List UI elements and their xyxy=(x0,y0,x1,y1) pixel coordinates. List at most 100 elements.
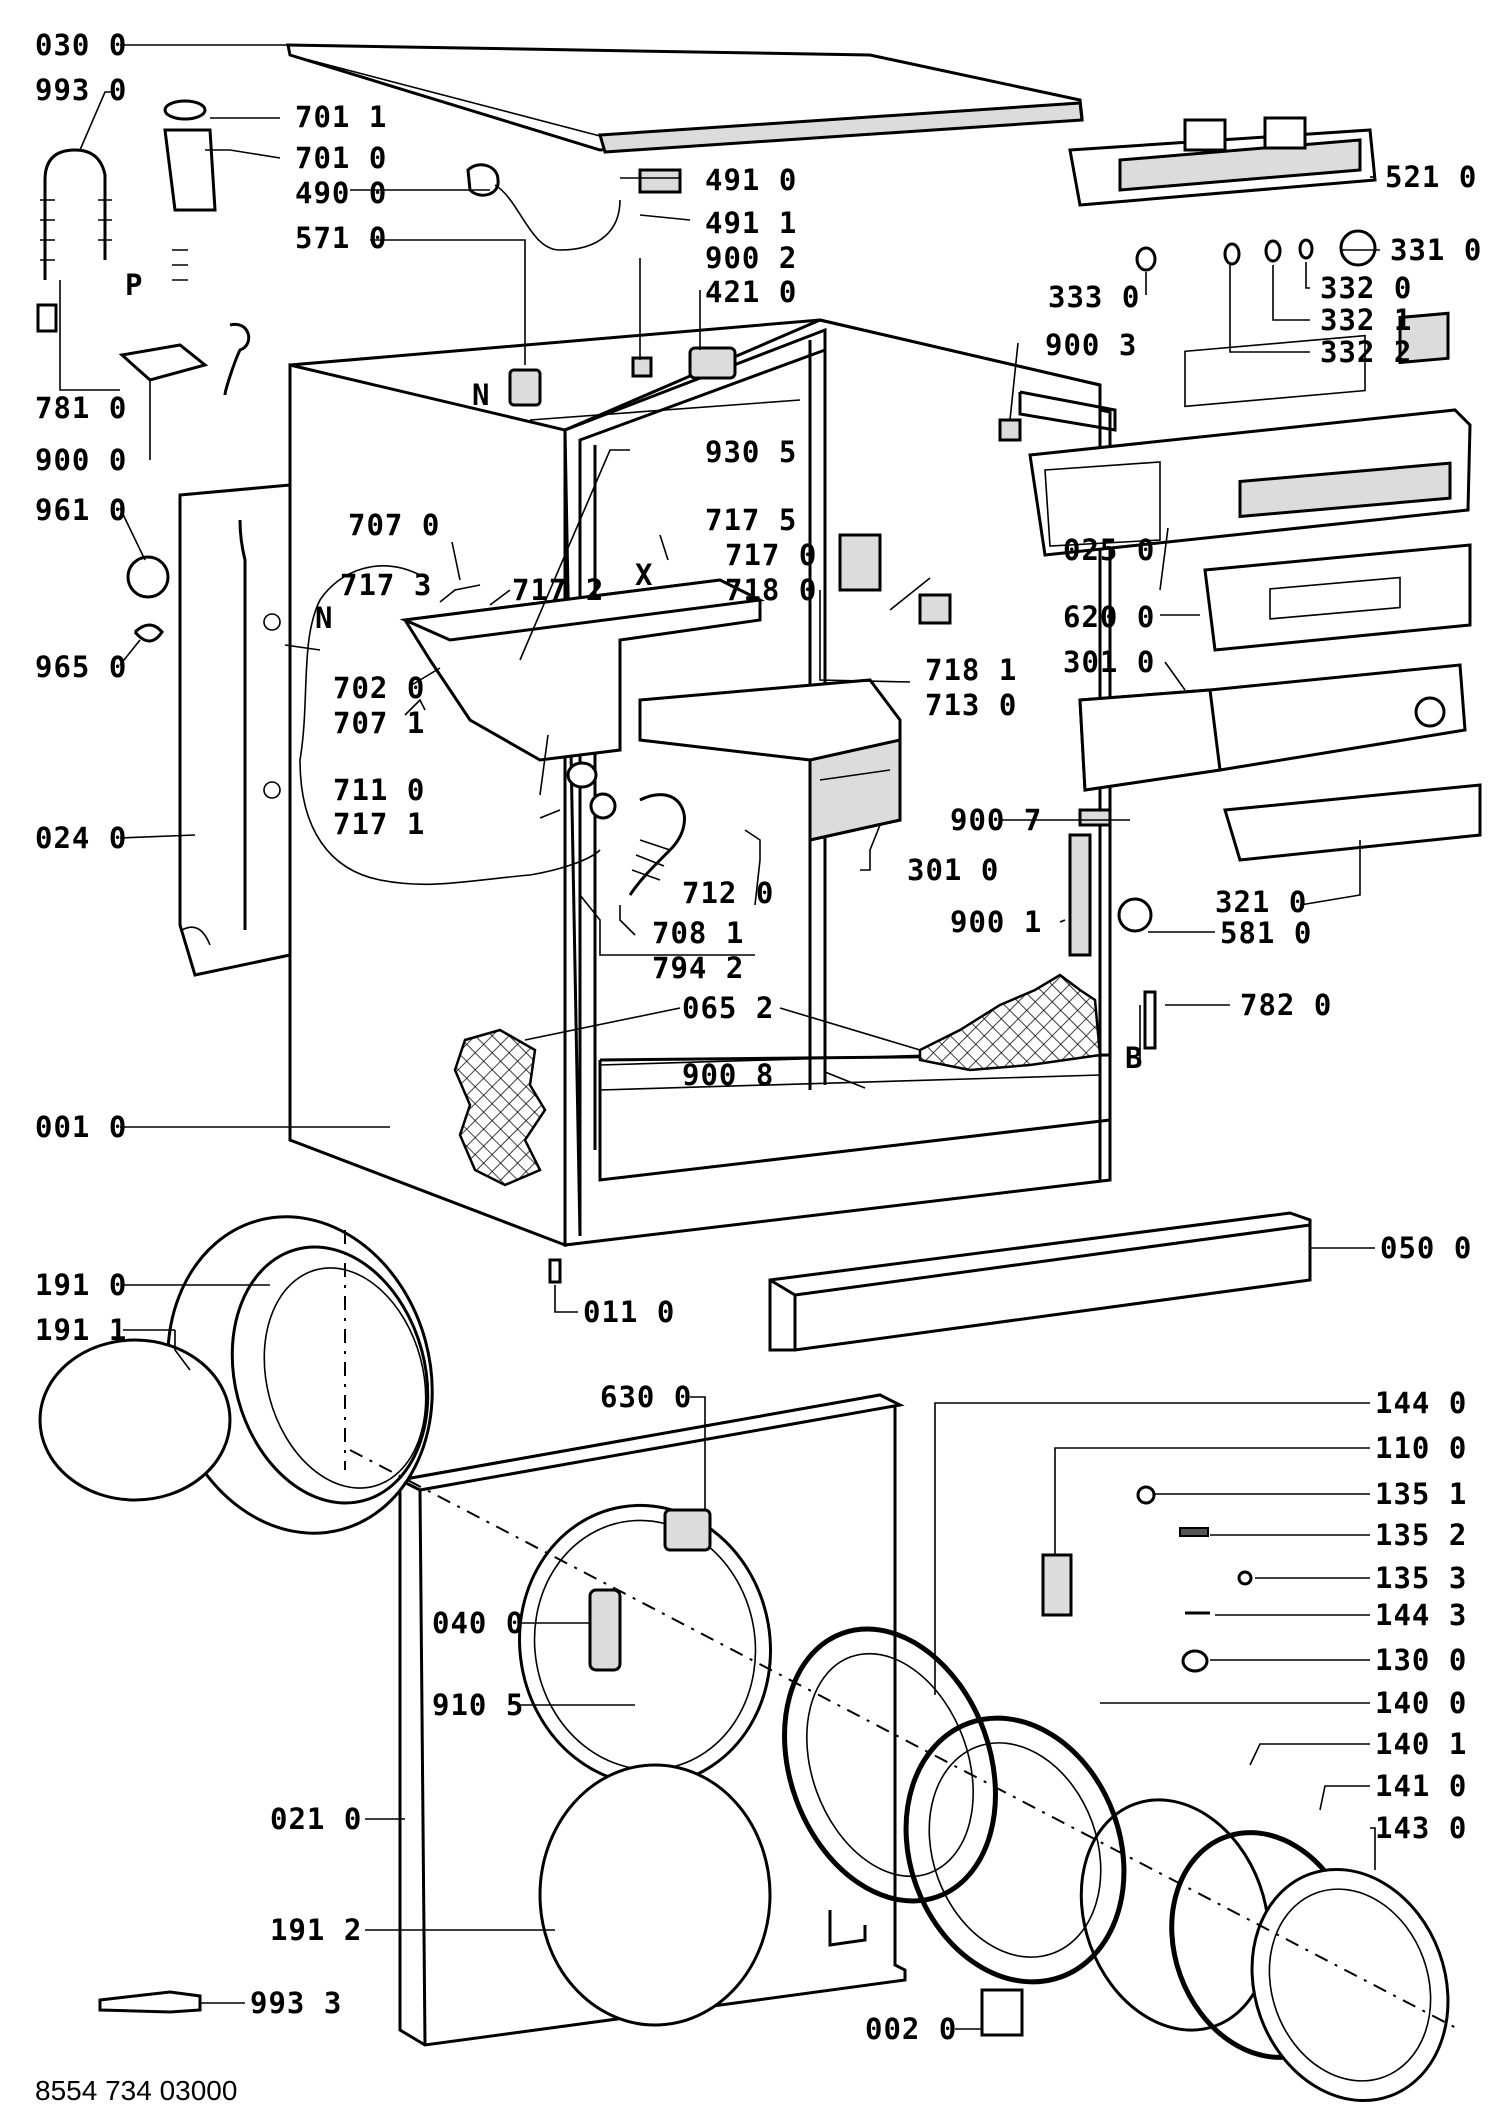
hinge-part xyxy=(663,1508,712,1552)
callout-794-2: 794 2 xyxy=(652,951,744,985)
marker-P: P xyxy=(125,268,143,302)
cable-part xyxy=(466,163,500,197)
rear-panel-part xyxy=(178,483,292,977)
callout-491-0: 491 0 xyxy=(705,163,797,197)
control-board-part xyxy=(1203,461,1472,652)
callout-993-0: 993 0 xyxy=(35,73,127,107)
door-handle-part xyxy=(588,1588,622,1672)
drain-pump-filter-part xyxy=(126,555,170,599)
screw-part-1 xyxy=(1136,1485,1156,1505)
callout-900-1: 900 1 xyxy=(950,905,1042,939)
pressure-switch-part xyxy=(1117,897,1153,933)
knob-part xyxy=(1339,229,1377,267)
door-lock-part xyxy=(1041,1553,1073,1617)
marker-N-left: N xyxy=(315,601,333,635)
callout-065-2: 065 2 xyxy=(682,991,774,1025)
panel-trim-part xyxy=(1223,783,1482,862)
water-inlet-parts xyxy=(36,99,251,396)
callout-702-0: 702 0 xyxy=(333,671,425,705)
callout-143-0: 143 0 xyxy=(1375,1811,1467,1845)
top-cover-part xyxy=(286,43,1084,154)
callout-900-7: 900 7 xyxy=(950,803,1042,837)
callout-332-0: 332 0 xyxy=(1320,271,1412,305)
callout-321-0: 321 0 xyxy=(1215,885,1307,919)
callout-024-0: 024 0 xyxy=(35,821,127,855)
plinth-part xyxy=(768,1211,1312,1352)
dispenser-group-outline xyxy=(299,565,601,886)
callout-717-1: 717 1 xyxy=(333,807,425,841)
callout-021-0: 021 0 xyxy=(270,1802,362,1836)
clip-part-2 xyxy=(998,418,1022,442)
callout-930-5: 930 5 xyxy=(705,435,797,469)
callout-110-0: 110 0 xyxy=(1375,1431,1467,1465)
callout-491-1: 491 1 xyxy=(705,206,797,240)
callout-717-3: 717 3 xyxy=(340,568,432,602)
callout-333-0: 333 0 xyxy=(1048,280,1140,314)
callout-718-0: 718 0 xyxy=(725,573,817,607)
callout-910-5: 910 5 xyxy=(432,1688,524,1722)
button-cap-part xyxy=(1223,242,1241,266)
callout-040-0: 040 0 xyxy=(432,1606,524,1640)
cable-wire xyxy=(494,184,621,251)
front-control-panel-part xyxy=(1078,576,1467,792)
marker-labels: P N N X B xyxy=(125,268,1142,1075)
callout-708-1: 708 1 xyxy=(652,916,744,950)
door-axis xyxy=(349,1449,1461,2031)
callout-332-1: 332 1 xyxy=(1320,303,1412,337)
seal-ring-part xyxy=(38,1338,232,1502)
callout-961-0: 961 0 xyxy=(35,493,127,527)
callout-701-0: 701 0 xyxy=(295,141,387,175)
callout-900-0: 900 0 xyxy=(35,443,127,477)
callout-717-5: 717 5 xyxy=(705,503,797,537)
washer-part xyxy=(1237,1570,1253,1586)
marker-X: X xyxy=(635,558,653,592)
callout-140-1: 140 1 xyxy=(1375,1727,1467,1761)
callout-135-3: 135 3 xyxy=(1375,1561,1467,1595)
dispenser-housing-part xyxy=(399,578,902,896)
noise-filter-part xyxy=(688,346,737,380)
callout-144-0: 144 0 xyxy=(1375,1386,1467,1420)
callout-620-0: 620 0 xyxy=(1063,600,1155,634)
callout-993-3: 993 3 xyxy=(250,1986,342,2020)
callout-965-0: 965 0 xyxy=(35,650,127,684)
callout-630-0: 630 0 xyxy=(600,1380,692,1414)
callout-191-1: 191 1 xyxy=(35,1313,127,1347)
callout-030-0: 030 0 xyxy=(35,28,127,62)
document-number: 8554 734 03000 xyxy=(35,2075,237,2106)
callout-025-0: 025 0 xyxy=(1063,533,1155,567)
callout-571-0: 571 0 xyxy=(295,221,387,255)
callout-900-2: 900 2 xyxy=(705,241,797,275)
connector-part xyxy=(1078,808,1112,827)
relay-part xyxy=(918,593,952,625)
front-panel-part xyxy=(395,1393,907,2047)
spring-part xyxy=(1179,1527,1209,1537)
insulation-pad-right xyxy=(918,973,1102,1072)
callout-581-0: 581 0 xyxy=(1220,916,1312,950)
spanner-tool-part xyxy=(98,1990,202,2014)
bracket-part xyxy=(838,533,882,592)
door-seal-part xyxy=(166,1215,434,1535)
door-bowl-part xyxy=(538,1763,772,2027)
callout-490-0: 490 0 xyxy=(295,176,387,210)
inlet-valve-part xyxy=(508,368,542,407)
switch-arm-part xyxy=(1068,833,1092,957)
callout-711-0: 711 0 xyxy=(333,773,425,807)
callout-141-0: 141 0 xyxy=(1375,1769,1467,1803)
callout-332-2: 332 2 xyxy=(1320,335,1412,369)
clip-part xyxy=(631,356,653,378)
callout-900-3: 900 3 xyxy=(1045,328,1137,362)
mains-filter-part xyxy=(638,168,682,194)
callout-717-0: 717 0 xyxy=(725,538,817,572)
cover-part xyxy=(980,1988,1024,2037)
button-cap-part-3 xyxy=(1298,238,1314,260)
callout-713-0: 713 0 xyxy=(925,688,1017,722)
callout-301-0a: 301 0 xyxy=(1063,645,1155,679)
callout-781-0: 781 0 xyxy=(35,391,127,425)
callout-002-0: 002 0 xyxy=(865,2012,957,2046)
callout-712-0: 712 0 xyxy=(682,876,774,910)
callout-191-0: 191 0 xyxy=(35,1268,127,1302)
hinge-bushing-part xyxy=(1181,1649,1209,1673)
callout-707-1: 707 1 xyxy=(333,706,425,740)
